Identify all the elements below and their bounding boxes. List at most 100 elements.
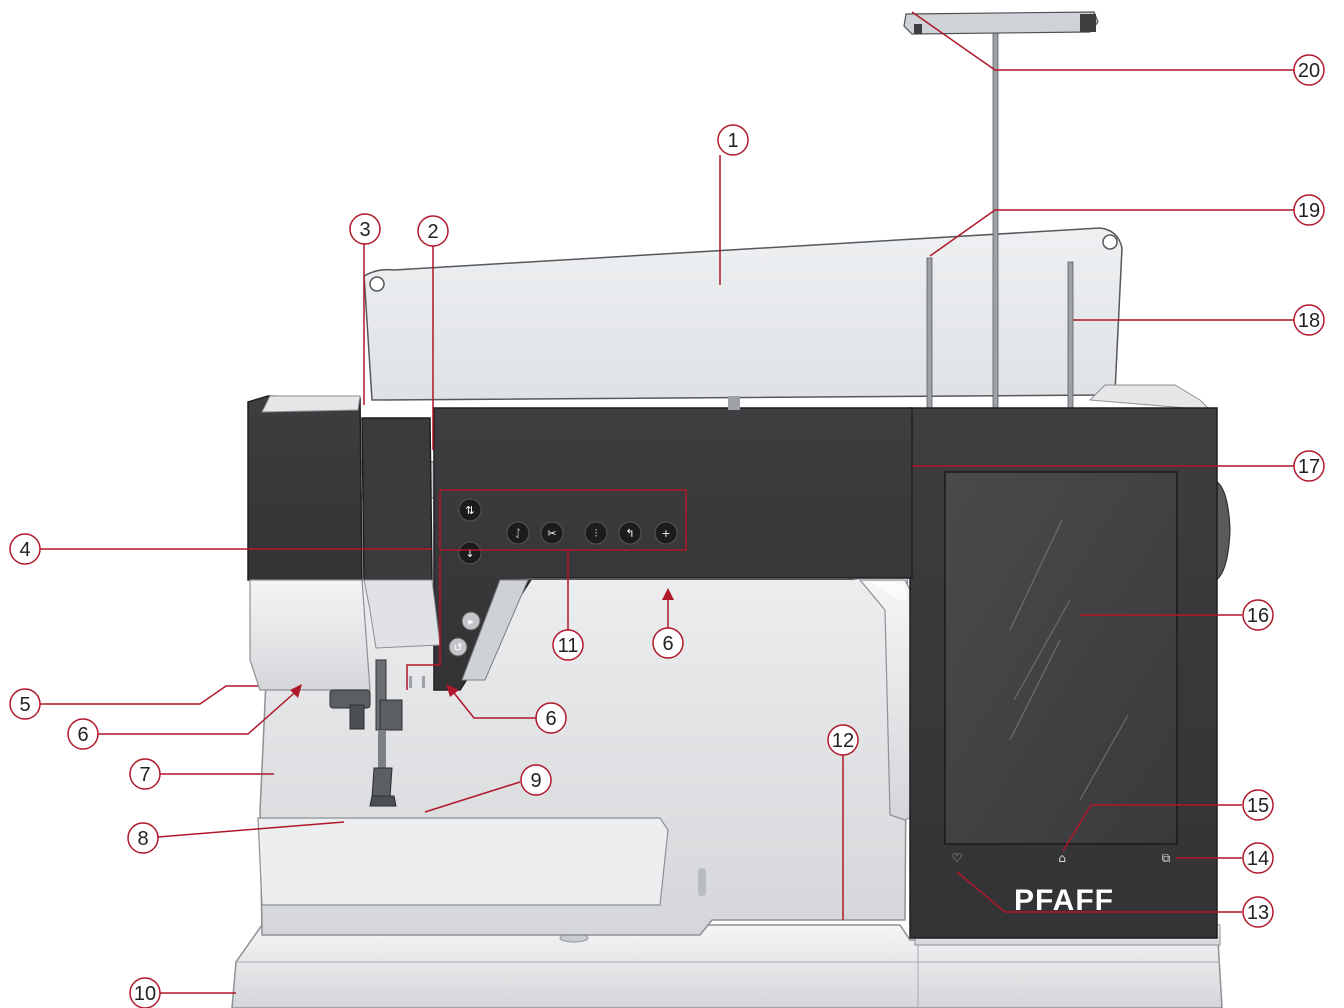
reverse-button[interactable]: ↰ [618, 521, 642, 545]
callout-label: 4 [19, 539, 30, 561]
callout-label: 5 [19, 694, 30, 716]
svg-text:⫶: ⫶ [595, 527, 598, 540]
callout-c19: 19 [1293, 194, 1325, 226]
callout-c1: 1 [717, 124, 749, 156]
right-housing [909, 384, 1218, 939]
svg-text:⧉: ⧉ [1162, 851, 1171, 865]
callout-label: 6 [545, 708, 556, 730]
callout-circle [417, 215, 449, 247]
callout-c12: 12 [827, 724, 859, 756]
callout-circle [652, 627, 684, 659]
svg-text:♡: ♡ [952, 851, 963, 865]
machine-base [231, 924, 1223, 1008]
callout-circle [9, 688, 41, 720]
callout-circle [717, 124, 749, 156]
callout-c4: 4 [9, 533, 41, 565]
callout-label: 6 [77, 724, 88, 746]
callout-label: 14 [1247, 848, 1269, 870]
callout-label: 3 [359, 219, 370, 241]
presser-foot-assembly [329, 659, 403, 807]
callout-label: 15 [1247, 795, 1269, 817]
svg-text:⌂: ⌂ [1058, 851, 1066, 865]
needle-down-button[interactable]: ↓ [458, 541, 482, 565]
svg-text:↰: ↰ [625, 527, 634, 540]
callout-circle [349, 213, 381, 245]
needle-up-down-button[interactable]: ⇅ [458, 498, 482, 522]
callout-label: 8 [137, 828, 148, 850]
windows-icon[interactable]: ⧉ [1162, 851, 1171, 865]
callout-label: 7 [139, 764, 150, 786]
callout-circle [9, 533, 41, 565]
callout-c20: 20 [1293, 54, 1325, 86]
accessory-lid [363, 227, 1123, 401]
svg-text:⇅: ⇅ [465, 504, 474, 517]
heart-icon[interactable]: ♡ [952, 851, 963, 865]
callout-c3: 3 [349, 213, 381, 245]
callout-c2: 2 [417, 215, 449, 247]
svg-text:▸: ▸ [468, 615, 474, 628]
callout-label: 10 [134, 983, 156, 1005]
callout-c5: 5 [9, 688, 41, 720]
callout-circle [1293, 194, 1325, 226]
callout-c6b: 6 [652, 627, 684, 659]
callout-c15: 15 [1242, 789, 1274, 821]
callout-label: 6 [662, 633, 673, 655]
callout-circle [1242, 599, 1274, 631]
callout-c10: 10 [129, 977, 161, 1008]
callout-label: 11 [558, 635, 579, 657]
callout-circle [1242, 842, 1274, 874]
callout-circle [127, 822, 159, 854]
callout-label: 12 [832, 730, 854, 752]
thread-cutter-button[interactable]: ✂ [540, 521, 564, 545]
callout-circle [129, 977, 161, 1008]
callout-circle [1293, 450, 1325, 482]
callout-circle [1293, 304, 1325, 336]
machine-head [247, 395, 913, 691]
callout-label: 17 [1298, 456, 1320, 478]
callout-c6c: 6 [535, 702, 567, 734]
callout-label: 13 [1247, 902, 1269, 924]
start-stop-button[interactable]: ▸ [461, 611, 481, 631]
home-icon[interactable]: ⌂ [1058, 851, 1066, 865]
callout-c14: 14 [1242, 842, 1274, 874]
callout-c11: 11 [552, 629, 584, 661]
svg-text:+: + [661, 527, 670, 540]
callout-label: 16 [1247, 605, 1269, 627]
spool-pins [903, 11, 1099, 411]
callout-c17: 17 [1293, 450, 1325, 482]
reverse-side-button[interactable]: ↺ [448, 637, 468, 657]
callout-circle [827, 724, 859, 756]
callout-c7: 7 [129, 758, 161, 790]
svg-text:ᛇ: ᛇ [515, 527, 522, 540]
callout-circle [1242, 789, 1274, 821]
callout-circle [552, 629, 584, 661]
callout-circle [1293, 54, 1325, 86]
presser-foot-button[interactable]: ᛇ [506, 521, 530, 545]
callout-arrows [290, 588, 674, 698]
callout-circle [67, 718, 99, 750]
function-buttons: ⇅ ↓ ᛇ ✂ ⫶ ↰ + ▸ [409, 498, 678, 688]
callout-label: 2 [427, 221, 438, 243]
callout-circle [535, 702, 567, 734]
callout-c8: 8 [127, 822, 159, 854]
svg-text:✂: ✂ [547, 527, 556, 540]
callout-circle [520, 764, 552, 796]
callout-lines [40, 11, 1294, 994]
stitch-restart-button[interactable]: ⫶ [584, 521, 608, 545]
callout-label: 20 [1298, 60, 1320, 82]
callout-c18: 18 [1293, 304, 1325, 336]
svg-text:↓: ↓ [465, 547, 474, 560]
callout-circle [1242, 896, 1274, 928]
callout-circle [129, 758, 161, 790]
callout-label: 18 [1298, 310, 1320, 332]
callout-label: 9 [530, 770, 541, 792]
tie-off-button[interactable]: + [654, 521, 678, 545]
callout-c13: 13 [1242, 896, 1274, 928]
touch-screen [944, 471, 1178, 845]
callout-label: 1 [727, 130, 738, 152]
callout-c16: 16 [1242, 599, 1274, 631]
callout-c9: 9 [520, 764, 552, 796]
callout-c6a: 6 [67, 718, 99, 750]
